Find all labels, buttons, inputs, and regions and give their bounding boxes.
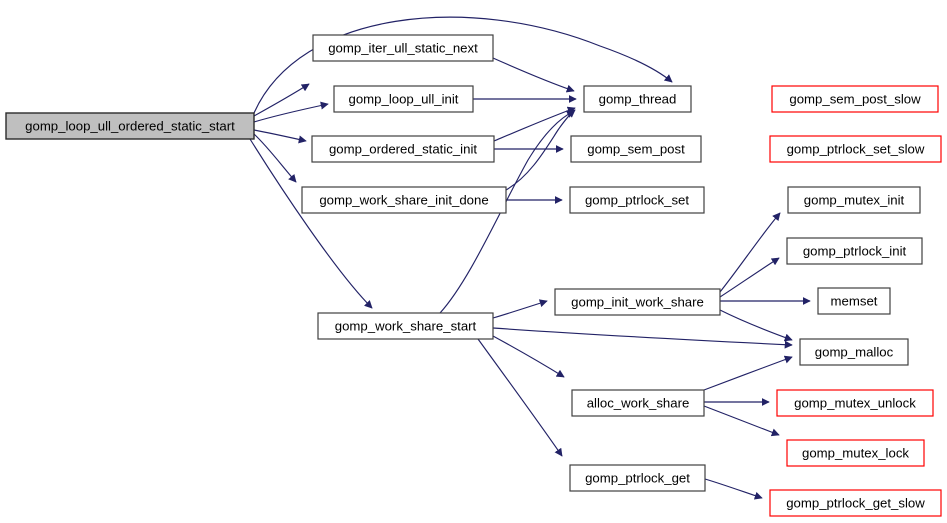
node-label-root: gomp_loop_ull_ordered_static_start bbox=[25, 118, 235, 133]
node-work_share_start[interactable]: gomp_work_share_start bbox=[317, 312, 494, 340]
edge-root-to-work_share_start bbox=[249, 138, 373, 309]
edge-work_share_start-to-init_work_share bbox=[492, 299, 548, 319]
node-box-memset[interactable] bbox=[817, 287, 891, 315]
node-ptrlock_get[interactable]: gomp_ptrlock_get bbox=[569, 464, 706, 492]
node-box-iter_ull_static_next[interactable] bbox=[312, 34, 494, 62]
edge-alloc_work_share-to-malloc bbox=[703, 355, 793, 391]
edge-alloc_work_share-to-mutex_lock bbox=[703, 405, 780, 437]
node-label-malloc: gomp_malloc bbox=[815, 344, 894, 359]
edge-root-to-iter_ull_static_next bbox=[253, 83, 310, 117]
node-label-ptrlock_set: gomp_ptrlock_set bbox=[585, 192, 689, 207]
node-ordered_static_init[interactable]: gomp_ordered_static_init bbox=[311, 135, 495, 163]
node-memset[interactable]: memset bbox=[817, 287, 891, 315]
node-work_share_init_done[interactable]: gomp_work_share_init_done bbox=[301, 186, 507, 214]
node-box-sem_post[interactable] bbox=[570, 135, 702, 163]
edge-root-to-thread bbox=[253, 16, 673, 114]
edge-ptrlock_get-to-ptrlock_get_slow bbox=[704, 478, 763, 500]
edge-iter_ull_static_next-to-thread bbox=[492, 57, 575, 93]
node-ptrlock_set[interactable]: gomp_ptrlock_set bbox=[569, 186, 705, 214]
node-box-ptrlock_get[interactable] bbox=[569, 464, 706, 492]
node-box-ptrlock_get_slow[interactable] bbox=[769, 489, 942, 517]
node-label-mutex_init: gomp_mutex_init bbox=[804, 192, 905, 207]
node-box-root[interactable] bbox=[5, 112, 255, 140]
node-init_work_share[interactable]: gomp_init_work_share bbox=[554, 288, 721, 316]
node-box-alloc_work_share[interactable] bbox=[571, 389, 705, 417]
edge-root-to-ordered_static_init bbox=[253, 129, 307, 144]
edge-ordered_static_init-to-thread bbox=[493, 106, 576, 142]
edge-work_share_start-to-ptrlock_get bbox=[477, 338, 563, 457]
node-box-mutex_unlock[interactable] bbox=[776, 389, 934, 417]
node-label-sem_post_slow: gomp_sem_post_slow bbox=[789, 91, 921, 106]
node-label-iter_ull_static_next: gomp_iter_ull_static_next bbox=[328, 40, 478, 55]
node-box-mutex_init[interactable] bbox=[787, 186, 921, 214]
node-ptrlock_init[interactable]: gomp_ptrlock_init bbox=[786, 237, 923, 265]
node-label-ptrlock_get_slow: gomp_ptrlock_get_slow bbox=[786, 495, 925, 510]
node-sem_post_slow[interactable]: gomp_sem_post_slow bbox=[771, 85, 939, 113]
node-thread[interactable]: gomp_thread bbox=[583, 85, 692, 113]
node-loop_ull_init[interactable]: gomp_loop_ull_init bbox=[333, 85, 474, 113]
node-box-sem_post_slow[interactable] bbox=[771, 85, 939, 113]
node-malloc[interactable]: gomp_malloc bbox=[799, 338, 909, 366]
node-box-loop_ull_init[interactable] bbox=[333, 85, 474, 113]
node-label-ordered_static_init: gomp_ordered_static_init bbox=[329, 141, 477, 156]
node-mutex_lock[interactable]: gomp_mutex_lock bbox=[786, 439, 925, 467]
edge-init_work_share-to-mutex_init bbox=[719, 212, 781, 293]
node-ptrlock_get_slow[interactable]: gomp_ptrlock_get_slow bbox=[769, 489, 942, 517]
edge-init_work_share-to-malloc bbox=[719, 309, 793, 342]
node-mutex_unlock[interactable]: gomp_mutex_unlock bbox=[776, 389, 934, 417]
node-label-sem_post: gomp_sem_post bbox=[587, 141, 685, 156]
edge-init_work_share-to-ptrlock_init bbox=[719, 257, 780, 298]
node-sem_post[interactable]: gomp_sem_post bbox=[570, 135, 702, 163]
edges-layer bbox=[249, 16, 811, 500]
node-label-memset: memset bbox=[831, 293, 878, 308]
edge-work_share_start-to-malloc bbox=[492, 327, 793, 349]
node-iter_ull_static_next[interactable]: gomp_iter_ull_static_next bbox=[312, 34, 494, 62]
node-label-mutex_lock: gomp_mutex_lock bbox=[802, 445, 909, 460]
node-box-ptrlock_init[interactable] bbox=[786, 237, 923, 265]
node-box-ptrlock_set_slow[interactable] bbox=[769, 135, 942, 163]
node-box-init_work_share[interactable] bbox=[554, 288, 721, 316]
node-box-mutex_lock[interactable] bbox=[786, 439, 925, 467]
node-root[interactable]: gomp_loop_ull_ordered_static_start bbox=[5, 112, 255, 140]
edge-root-to-loop_ull_init bbox=[253, 101, 329, 123]
node-box-ordered_static_init[interactable] bbox=[311, 135, 495, 163]
node-label-mutex_unlock: gomp_mutex_unlock bbox=[794, 395, 916, 410]
node-label-alloc_work_share: alloc_work_share bbox=[587, 395, 690, 410]
node-box-ptrlock_set[interactable] bbox=[569, 186, 705, 214]
node-box-malloc[interactable] bbox=[799, 338, 909, 366]
edge-work_share_start-to-thread bbox=[439, 110, 575, 314]
node-box-work_share_init_done[interactable] bbox=[301, 186, 507, 214]
nodes-layer: gomp_loop_ull_ordered_static_start gomp_i… bbox=[5, 34, 942, 517]
node-box-work_share_start[interactable] bbox=[317, 312, 494, 340]
node-alloc_work_share[interactable]: alloc_work_share bbox=[571, 389, 705, 417]
node-label-loop_ull_init: gomp_loop_ull_init bbox=[349, 91, 459, 106]
edge-work_share_start-to-alloc_work_share bbox=[492, 335, 565, 378]
edge-root-to-work_share_init_done bbox=[253, 133, 297, 183]
node-label-work_share_init_done: gomp_work_share_init_done bbox=[319, 192, 488, 207]
node-mutex_init[interactable]: gomp_mutex_init bbox=[787, 186, 921, 214]
node-label-work_share_start: gomp_work_share_start bbox=[335, 318, 477, 333]
node-label-init_work_share: gomp_init_work_share bbox=[571, 294, 704, 309]
node-label-ptrlock_init: gomp_ptrlock_init bbox=[803, 243, 907, 258]
node-label-ptrlock_get: gomp_ptrlock_get bbox=[585, 470, 690, 485]
node-label-ptrlock_set_slow: gomp_ptrlock_set_slow bbox=[787, 141, 925, 156]
node-box-thread[interactable] bbox=[583, 85, 692, 113]
node-label-thread: gomp_thread bbox=[599, 91, 677, 106]
node-ptrlock_set_slow[interactable]: gomp_ptrlock_set_slow bbox=[769, 135, 942, 163]
